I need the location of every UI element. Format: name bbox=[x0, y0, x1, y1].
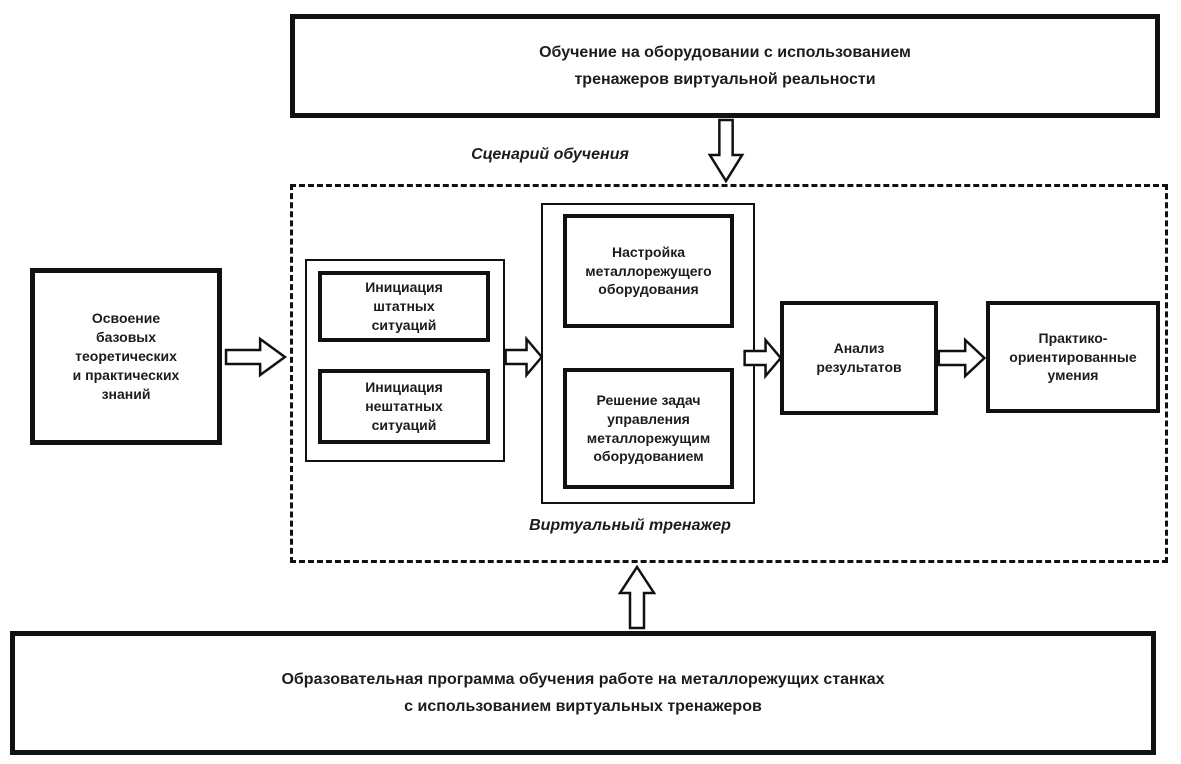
arrow-up-icon bbox=[617, 565, 657, 629]
box-setup-equipment: Настройка металлорежущего оборудования bbox=[563, 214, 734, 328]
box-edu-program: Образовательная программа обучения работ… bbox=[10, 631, 1156, 755]
box-vr-training: Обучение на оборудовании с использование… bbox=[290, 14, 1160, 118]
box-init-normal-label: Инициация штатных ситуаций bbox=[365, 279, 443, 333]
arrow-right-4-icon bbox=[938, 337, 986, 379]
arrow-right-2-icon bbox=[505, 336, 543, 378]
arrow-right-1-icon bbox=[225, 336, 287, 378]
initiation-group bbox=[305, 259, 505, 462]
box-analysis-label: Анализ результатов bbox=[816, 340, 902, 375]
simulator-label: Виртуальный тренажер bbox=[529, 517, 731, 534]
box-control-tasks: Решение задач управления металлорежущим … bbox=[563, 368, 734, 489]
box-control-tasks-label: Решение задач управления металлорежущим … bbox=[586, 391, 711, 465]
box-init-abnormal: Инициация нештатных ситуаций bbox=[318, 369, 490, 444]
box-edu-program-label: Образовательная программа обучения работ… bbox=[281, 670, 885, 715]
box-init-normal: Инициация штатных ситуаций bbox=[318, 271, 490, 342]
box-basic-knowledge-label: Освоение базовых теоретических и практич… bbox=[72, 310, 180, 402]
virtual-simulator-container bbox=[290, 184, 1168, 563]
arrow-down-icon bbox=[707, 119, 745, 183]
box-setup-equipment-label: Настройка металлорежущего оборудования bbox=[585, 243, 712, 298]
box-skills-label: Практико- ориентированные умения bbox=[1009, 329, 1137, 384]
box-skills: Практико- ориентированные умения bbox=[986, 301, 1160, 413]
scenario-label: Сценарий обучения bbox=[471, 146, 629, 163]
box-analysis: Анализ результатов bbox=[780, 301, 938, 415]
box-basic-knowledge: Освоение базовых теоретических и практич… bbox=[30, 268, 222, 445]
arrow-right-3-icon bbox=[744, 337, 782, 379]
box-init-abnormal-label: Инициация нештатных ситуаций bbox=[365, 379, 443, 433]
box-vr-training-label: Обучение на оборудовании с использование… bbox=[539, 43, 911, 88]
